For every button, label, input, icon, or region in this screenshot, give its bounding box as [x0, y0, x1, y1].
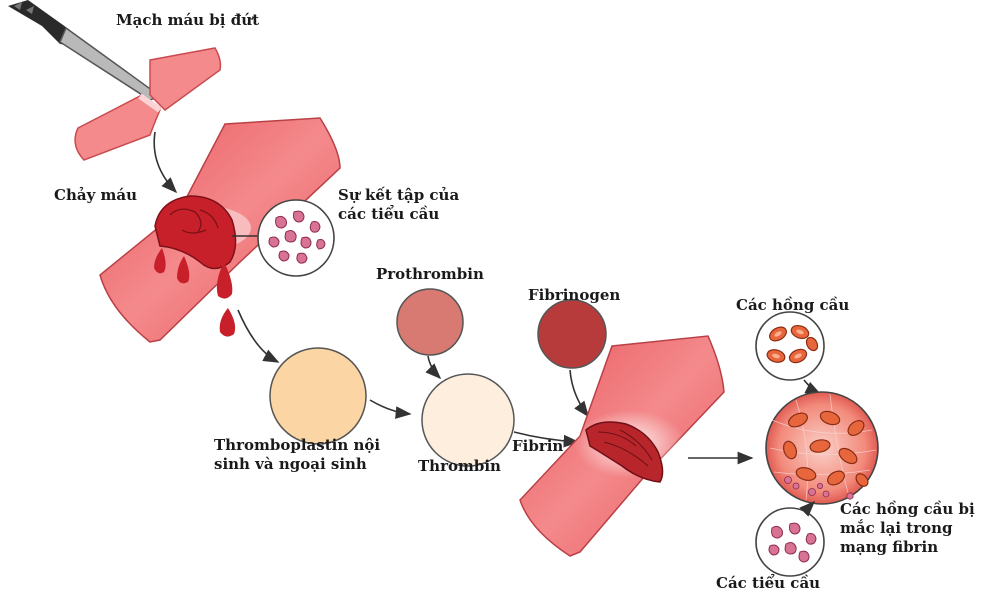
label-fibrin: Fibrin: [512, 437, 564, 455]
thromboplastin-circle: [269, 347, 367, 445]
fibrin-clot: [585, 421, 664, 483]
fibrinogen-circle: [537, 299, 607, 369]
label-line: mạng fibrin: [840, 538, 939, 556]
arrow-prothrombin-to-thrombin: [425, 355, 442, 380]
label-prothrombin: Prothrombin: [376, 265, 484, 283]
label-thromboplastin: Thromboplastin nội sinh và ngoại sinh: [214, 436, 380, 474]
arrow-platelets-to-clot: [799, 500, 816, 517]
label-red-cells: Các hồng cầu: [736, 296, 850, 314]
label-line: Thromboplastin nội: [214, 436, 381, 454]
label-platelet-aggregation: Sự kết tập của các tiểu cầu: [338, 186, 459, 224]
cut-vessel-small: [74, 47, 222, 161]
arrow-thrombin-to-fibrin: [513, 431, 580, 448]
label-line: các tiểu cầu: [338, 205, 440, 223]
label-bleeding: Chảy máu: [54, 186, 137, 204]
label-line: Sự kết tập của: [338, 186, 460, 204]
clotting-vessel: [519, 335, 725, 557]
blood-drop: [177, 256, 190, 284]
arrow-cut-to-bleeding: [153, 131, 178, 194]
blood-drop: [219, 308, 236, 337]
arrow-fibrinogen-to-clot: [569, 369, 589, 418]
thrombin-circle: [421, 373, 515, 467]
blood-drop: [216, 262, 233, 299]
fibrin-mesh-clot-circle: [765, 391, 879, 505]
label-line: sinh và ngoại sinh: [214, 455, 367, 473]
label-platelets: Các tiểu cầu: [716, 574, 821, 592]
arrow-bleeding-to-thromboplastin: [237, 309, 280, 363]
red-cells-circle: [755, 311, 825, 381]
label-cut-vessel: Mạch máu bị đứt: [116, 11, 260, 29]
label-line: Các hồng cầu bị: [840, 500, 975, 518]
arrow-thromboplastin-to-thrombin: [369, 399, 412, 419]
platelets-circle: [755, 507, 825, 577]
label-fibrinogen: Fibrinogen: [528, 286, 621, 304]
bleeding-vessel: [99, 117, 341, 343]
label-thrombin: Thrombin: [418, 457, 501, 475]
platelet-aggregation-circle: [257, 199, 335, 277]
label-trapped-red-cells: Các hồng cầu bị mắc lại trong mạng fibri…: [840, 500, 975, 557]
blood-drop: [154, 248, 166, 274]
label-line: mắc lại trong: [840, 519, 953, 537]
prothrombin-circle: [396, 288, 464, 356]
